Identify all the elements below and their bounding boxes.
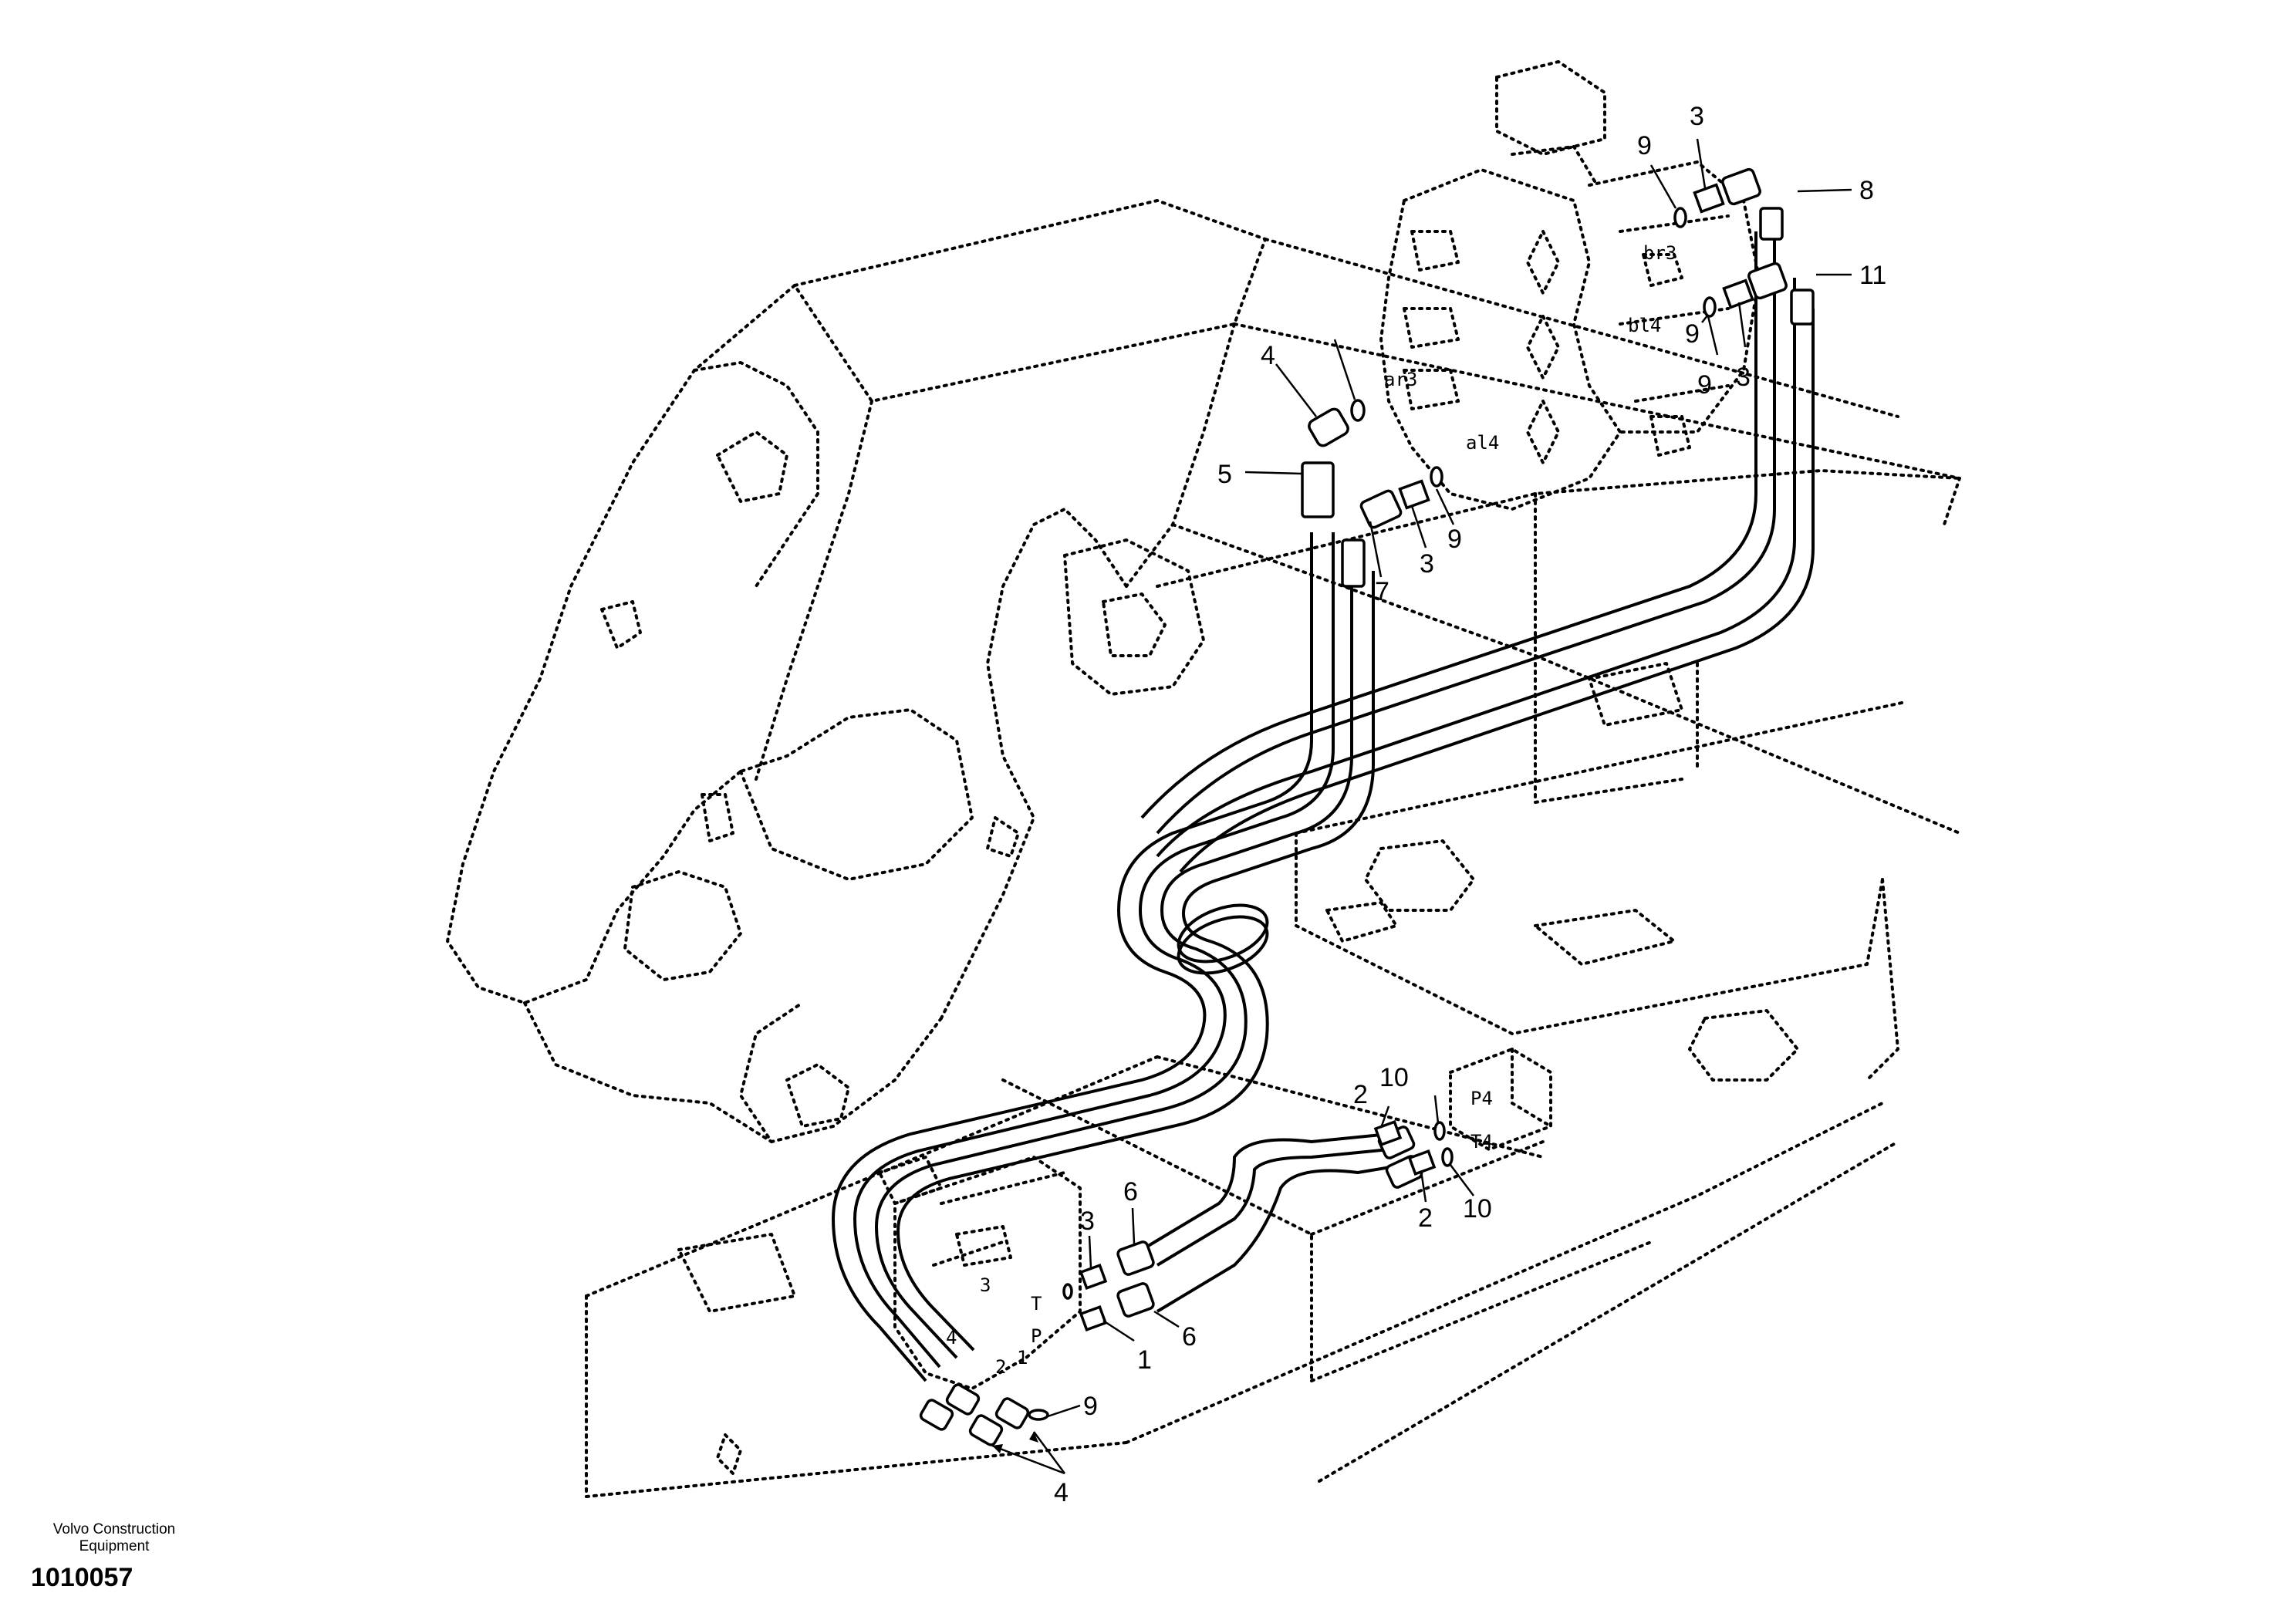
elbow-4-bottom-c bbox=[968, 1414, 1004, 1446]
hose-7 bbox=[874, 571, 1353, 1359]
port-label-2: 2 bbox=[995, 1356, 1006, 1378]
adapter-3-mid bbox=[1398, 479, 1430, 510]
callout-6-a: 6 bbox=[1123, 1177, 1138, 1207]
port-label-1: 1 bbox=[1017, 1347, 1028, 1369]
o-ring-9-right bbox=[1703, 296, 1717, 318]
callout-9-right: 9 bbox=[1685, 319, 1700, 349]
callout-8: 8 bbox=[1859, 176, 1874, 205]
callout-9-mid: 9 bbox=[1697, 370, 1712, 400]
manufacturer-line-1: Volvo Construction bbox=[52, 1521, 176, 1537]
port-label-t4: T4 bbox=[1470, 1131, 1493, 1153]
elbow-4-bottom-d bbox=[994, 1397, 1030, 1429]
elbow-8 bbox=[1721, 167, 1761, 206]
hose-6-lower bbox=[1156, 1163, 1405, 1313]
fitting-5 bbox=[1301, 461, 1335, 518]
o-ring-9-bottom bbox=[1028, 1409, 1049, 1421]
callout-3-top: 3 bbox=[1690, 102, 1704, 131]
callout-5: 5 bbox=[1217, 460, 1232, 489]
fittings bbox=[919, 167, 1815, 1446]
callout-4-top: 4 bbox=[1261, 341, 1275, 370]
callout-9-bottom: 9 bbox=[1083, 1392, 1098, 1421]
port-label-3: 3 bbox=[980, 1274, 991, 1296]
hose-11 bbox=[1156, 278, 1796, 858]
callout-9-lower: 9 bbox=[1447, 525, 1462, 554]
callout-3-mid: 3 bbox=[1420, 549, 1434, 579]
port-label-t: T bbox=[1031, 1293, 1042, 1315]
drawing-number: 1010057 bbox=[31, 1563, 133, 1592]
o-ring-9-top bbox=[1673, 207, 1687, 228]
adapter-3-top bbox=[1693, 183, 1725, 214]
fitting-6-lower bbox=[1116, 1282, 1155, 1318]
lower-frame-deck bbox=[585, 1055, 1899, 1498]
adapter-3-right bbox=[1722, 278, 1754, 309]
nipple-11 bbox=[1790, 289, 1815, 326]
port-label-bl4: bl4 bbox=[1628, 315, 1661, 336]
callout-4-bottom: 4 bbox=[1054, 1478, 1069, 1507]
fitting-6-upper bbox=[1116, 1240, 1155, 1276]
elbow-4-bottom-a bbox=[919, 1399, 954, 1431]
elbow-11 bbox=[1747, 262, 1788, 300]
callout-2-b: 2 bbox=[1418, 1203, 1433, 1233]
hose-8 bbox=[1140, 231, 1757, 819]
callout-11: 11 bbox=[1859, 261, 1886, 290]
hose-lines bbox=[831, 231, 1815, 1382]
boom-mount-frame bbox=[446, 199, 1267, 1143]
port-label-4: 4 bbox=[946, 1327, 957, 1348]
callout-9-top: 9 bbox=[1637, 131, 1652, 160]
callouts: 3 9 8 11 9 3 9 4 5 9 3 7 10 2 2 10 6 3 6… bbox=[1054, 102, 1886, 1507]
leader-lines bbox=[991, 138, 1852, 1475]
adapter-3-low bbox=[1079, 1263, 1108, 1291]
elbow-4-top bbox=[1308, 407, 1349, 447]
port-label-p4: P4 bbox=[1470, 1088, 1493, 1109]
port-label-ar3: ar3 bbox=[1384, 369, 1417, 390]
nipple-8 bbox=[1759, 207, 1784, 241]
callout-2-a: 2 bbox=[1353, 1080, 1368, 1109]
o-ring-9-lower bbox=[1430, 466, 1443, 488]
o-ring-10-a bbox=[1433, 1121, 1446, 1141]
callout-10-b: 10 bbox=[1463, 1194, 1492, 1223]
port-labels: br3 bl4 ar3 al4 P4 T4 T P 3 4 2 1 bbox=[946, 242, 1676, 1378]
hose-6-upper bbox=[1140, 1132, 1389, 1251]
callout-10-a: 10 bbox=[1379, 1063, 1409, 1092]
elbow-4-bottom-b bbox=[945, 1383, 981, 1416]
port-label-br3: br3 bbox=[1643, 242, 1676, 264]
port-label-al4: al4 bbox=[1466, 432, 1499, 454]
callout-1: 1 bbox=[1137, 1345, 1152, 1375]
hose-5 bbox=[831, 532, 1313, 1382]
adapter-1 bbox=[1079, 1304, 1108, 1332]
nipple-7 bbox=[1341, 538, 1366, 588]
callout-3-right: 3 bbox=[1736, 363, 1751, 392]
o-ring-9-low bbox=[1062, 1283, 1073, 1300]
hose-clamp bbox=[1177, 903, 1269, 975]
o-ring-10-b bbox=[1441, 1147, 1454, 1167]
pilot-block bbox=[1449, 1048, 1552, 1151]
callout-6-b: 6 bbox=[1182, 1322, 1197, 1352]
manufacturer-label: Volvo Construction Equipment bbox=[22, 1521, 207, 1555]
pilot-valve-block bbox=[878, 1156, 1082, 1390]
callout-3-low: 3 bbox=[1080, 1207, 1095, 1236]
o-ring-9-mid bbox=[1350, 399, 1366, 422]
port-label-p: P bbox=[1031, 1325, 1042, 1347]
manufacturer-line-2: Equipment bbox=[79, 1538, 150, 1554]
callout-7: 7 bbox=[1375, 577, 1389, 606]
adapter-2-b bbox=[1407, 1149, 1437, 1176]
elbow-7 bbox=[1359, 489, 1403, 529]
